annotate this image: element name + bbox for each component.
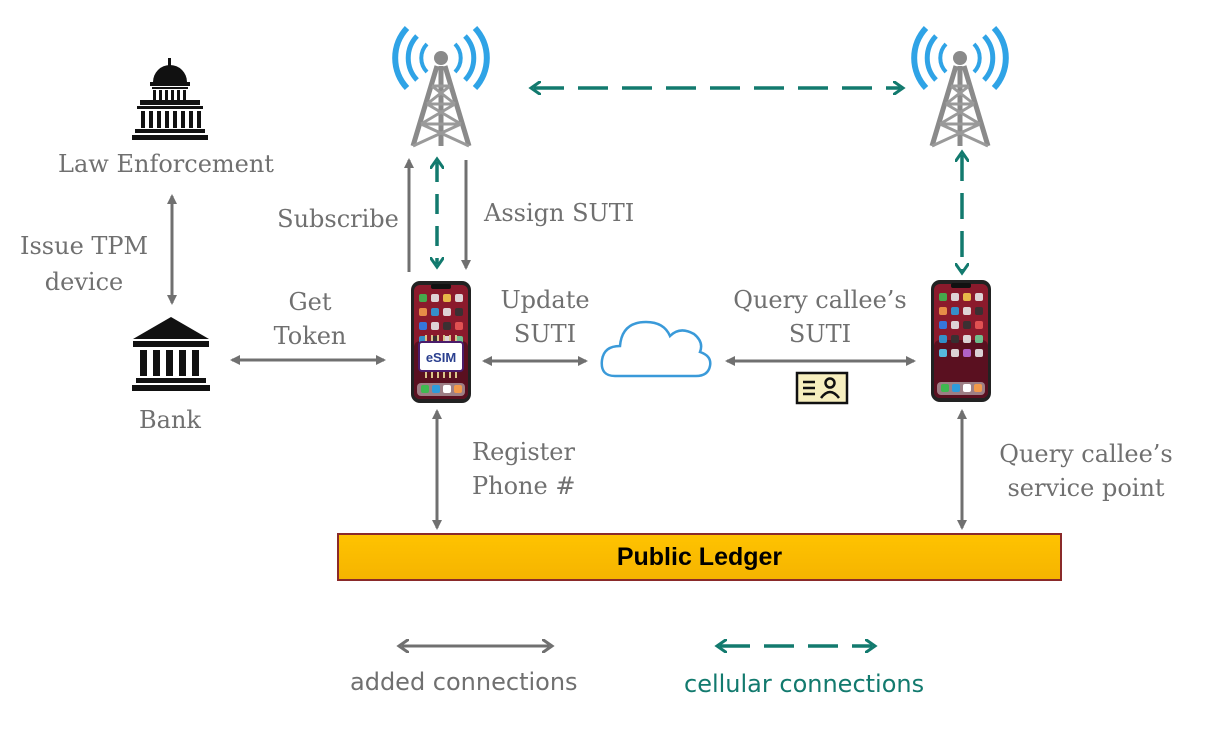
esim-label: eSIM (426, 350, 456, 365)
law-enforcement-label: Law Enforcement (58, 150, 274, 178)
subscribe-label: Subscribe (277, 205, 399, 233)
register-line2: Phone # (472, 472, 576, 500)
register-line1: Register (472, 438, 575, 466)
query-sp-line1: Query callee’s (999, 440, 1173, 468)
issue-tpm-label: Issue TPM device (20, 228, 148, 300)
get-token-line2: Token (273, 322, 347, 350)
capitol-building-icon (132, 58, 208, 140)
get-token-line1: Get (288, 288, 332, 316)
legend-cellular-label: cellular connections (684, 670, 925, 698)
cell-tower-icon-left (395, 28, 487, 146)
phone-icon-callee (931, 280, 991, 402)
public-ledger-label: Public Ledger (616, 542, 783, 571)
esim-chip-icon (418, 335, 464, 378)
update-suti-line1: Update (500, 286, 590, 314)
assign-suti-label: Assign SUTI (484, 199, 635, 227)
update-suti-line2: SUTI (513, 320, 577, 348)
register-phone-label: Register Phone # (472, 435, 592, 503)
public-ledger-box: Public Ledger (337, 533, 1062, 581)
query-suti-label: Query callee’s SUTI (720, 283, 920, 351)
cloud-icon (600, 320, 712, 378)
query-service-point-label: Query callee’s service point (986, 437, 1186, 505)
update-suti-label: Update SUTI (490, 283, 600, 351)
issue-tpm-line1: Issue TPM (20, 232, 149, 260)
legend-added-label: added connections (350, 668, 578, 696)
query-suti-line2: SUTI (788, 320, 852, 348)
bank-label: Bank (139, 406, 201, 434)
issue-tpm-line2: device (44, 268, 124, 296)
get-token-label: Get Token (255, 285, 365, 353)
cell-tower-icon-right (914, 28, 1006, 146)
query-sp-line2: service point (1007, 474, 1165, 502)
query-suti-line1: Query callee’s (733, 286, 907, 314)
id-card-icon (795, 371, 849, 405)
bank-icon (132, 317, 210, 391)
